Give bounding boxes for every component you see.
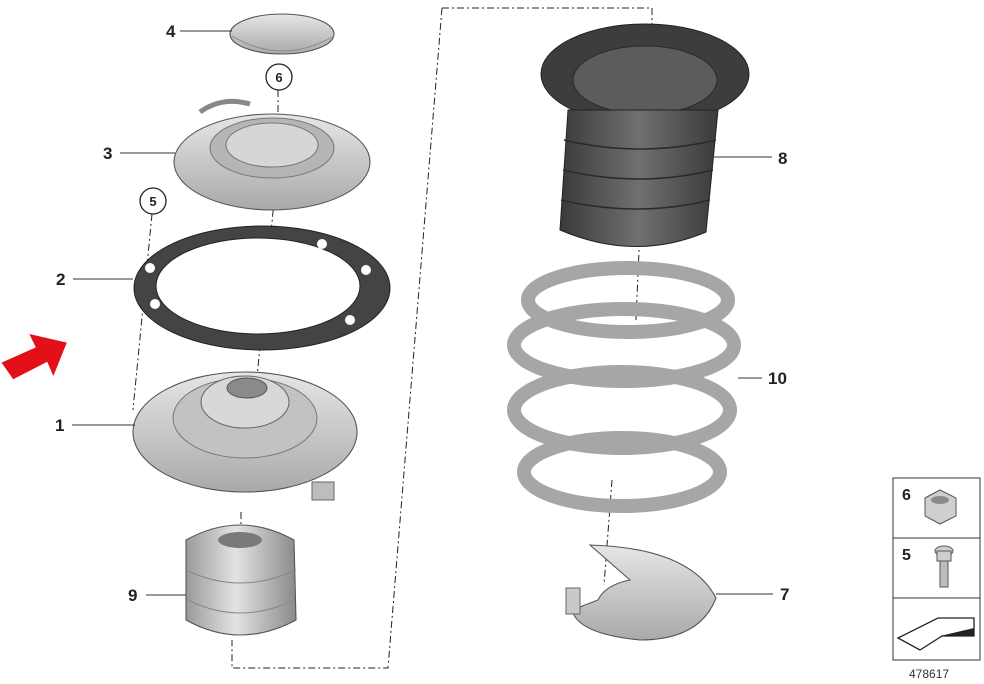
legend-label-5: 5 (902, 547, 911, 564)
part-strut-mount (132, 371, 358, 501)
part-gasket (133, 225, 391, 351)
callout-8: 8 (778, 149, 787, 168)
part-dust-boot (540, 23, 750, 247)
bolt-icon (934, 545, 954, 588)
part-bearing-plate (173, 98, 371, 211)
callout-2: 2 (56, 270, 65, 289)
callout-4: 4 (166, 22, 176, 41)
callout-10: 10 (768, 369, 787, 388)
callout-9: 9 (128, 586, 137, 605)
hardware-legend: 6 5 (892, 477, 981, 661)
svg-text:6: 6 (275, 70, 282, 85)
callout-7: 7 (780, 585, 789, 604)
red-arrow-icon (1, 333, 67, 380)
legend-label-6: 6 (902, 487, 911, 504)
part-cap (229, 13, 335, 55)
nut-icon (924, 489, 957, 525)
part-bump-stop (185, 524, 297, 636)
document-number: 478617 (909, 667, 949, 681)
callout-1: 1 (55, 416, 64, 435)
leader-lines (72, 30, 773, 596)
wedge-symbol-icon (896, 617, 975, 651)
callout-3: 3 (103, 144, 112, 163)
part-coil-spring (507, 261, 741, 513)
circled-callout-5: 5 (139, 187, 167, 215)
part-spring-seat (565, 544, 717, 641)
circled-callout-6: 6 (265, 63, 293, 91)
svg-text:5: 5 (149, 194, 156, 209)
